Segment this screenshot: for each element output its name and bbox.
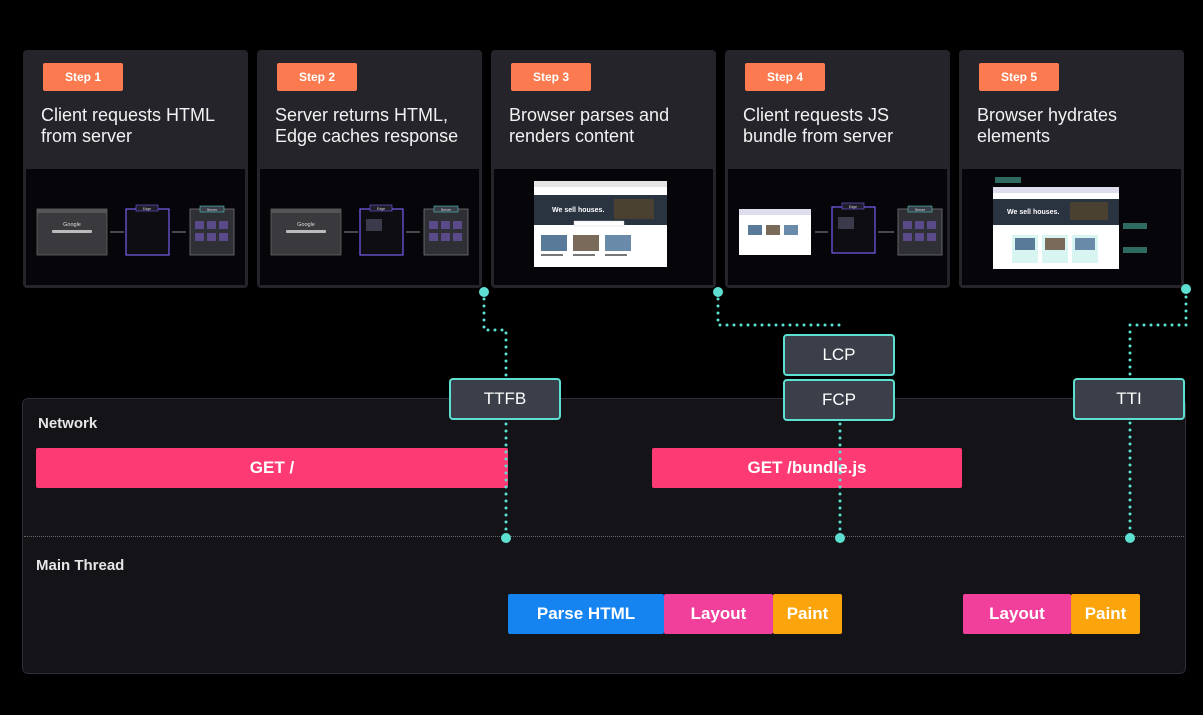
step-card-2: Step 2 Server returns HTML, Edge caches … [257,50,482,288]
server-label: Server [915,208,926,212]
layout-task-1: Layout [664,594,773,634]
step-illustration: We sell houses. [962,169,1181,285]
lcp-metric: LCP [783,334,895,376]
get-html-request-bar: GET / [36,448,508,488]
fcp-marker-dot [835,533,845,543]
step-card-3: Step 3 Browser parses and renders conten… [491,50,716,288]
google-logo-text: Google [297,222,315,228]
hero-text: We sell houses. [552,207,604,214]
step-illustration: Edge Server [728,169,947,285]
step-title: Client requests JS bundle from server [743,105,894,146]
edge-label: Edge [849,205,857,209]
hero-text: We sell houses. [1007,209,1059,216]
step-badge: Step 3 [511,63,592,91]
step-title: Client requests HTML from server [41,105,215,146]
tti-metric: TTI [1073,378,1185,420]
tti-connector [1128,288,1188,540]
step-2-anchor-dot [479,287,489,297]
step-card-1: Step 1 Client requests HTML from server … [23,50,248,288]
get-bundle-request-bar: GET /bundle.js [652,448,962,488]
step-illustration: Google Edge Server [260,169,479,285]
step-illustration: Google Edge Server [26,169,245,285]
paint-task-2: Paint [1071,594,1140,634]
step-illustration: We sell houses. [494,169,713,285]
paint-task-1: Paint [773,594,842,634]
step-card-4: Step 4 Client requests JS bundle from se… [725,50,950,288]
step-title: Server returns HTML, Edge caches respons… [275,105,459,146]
fcp-metric: FCP [783,379,895,421]
network-label: Network [38,415,98,432]
step-badge: Step 2 [277,63,358,91]
step-title: Browser parses and renders content [509,105,670,146]
ttfb-metric: TTFB [449,378,561,420]
lane-divider [24,536,1184,537]
step-3-anchor-dot [713,287,723,297]
ttfb-marker-dot [501,533,511,543]
layout-task-2: Layout [963,594,1071,634]
step-card-5: Step 5 Browser hydrates elements We sell… [959,50,1184,288]
edge-label: Edge [143,207,151,211]
step-badge: Step 4 [745,63,826,91]
step-badge: Step 5 [979,63,1060,91]
tti-marker-dot [1125,533,1135,543]
parse-html-task: Parse HTML [508,594,664,634]
server-label: Server [207,208,218,212]
ttfb-connector [482,290,508,540]
google-logo-text: Google [63,222,81,228]
step-5-anchor-dot [1181,284,1191,294]
lcp-connector [716,290,842,327]
step-badge: Step 1 [43,63,124,91]
edge-label: Edge [377,207,385,211]
step-title: Browser hydrates elements [977,105,1118,146]
server-label: Server [441,208,452,212]
main-thread-label: Main Thread [36,557,125,574]
